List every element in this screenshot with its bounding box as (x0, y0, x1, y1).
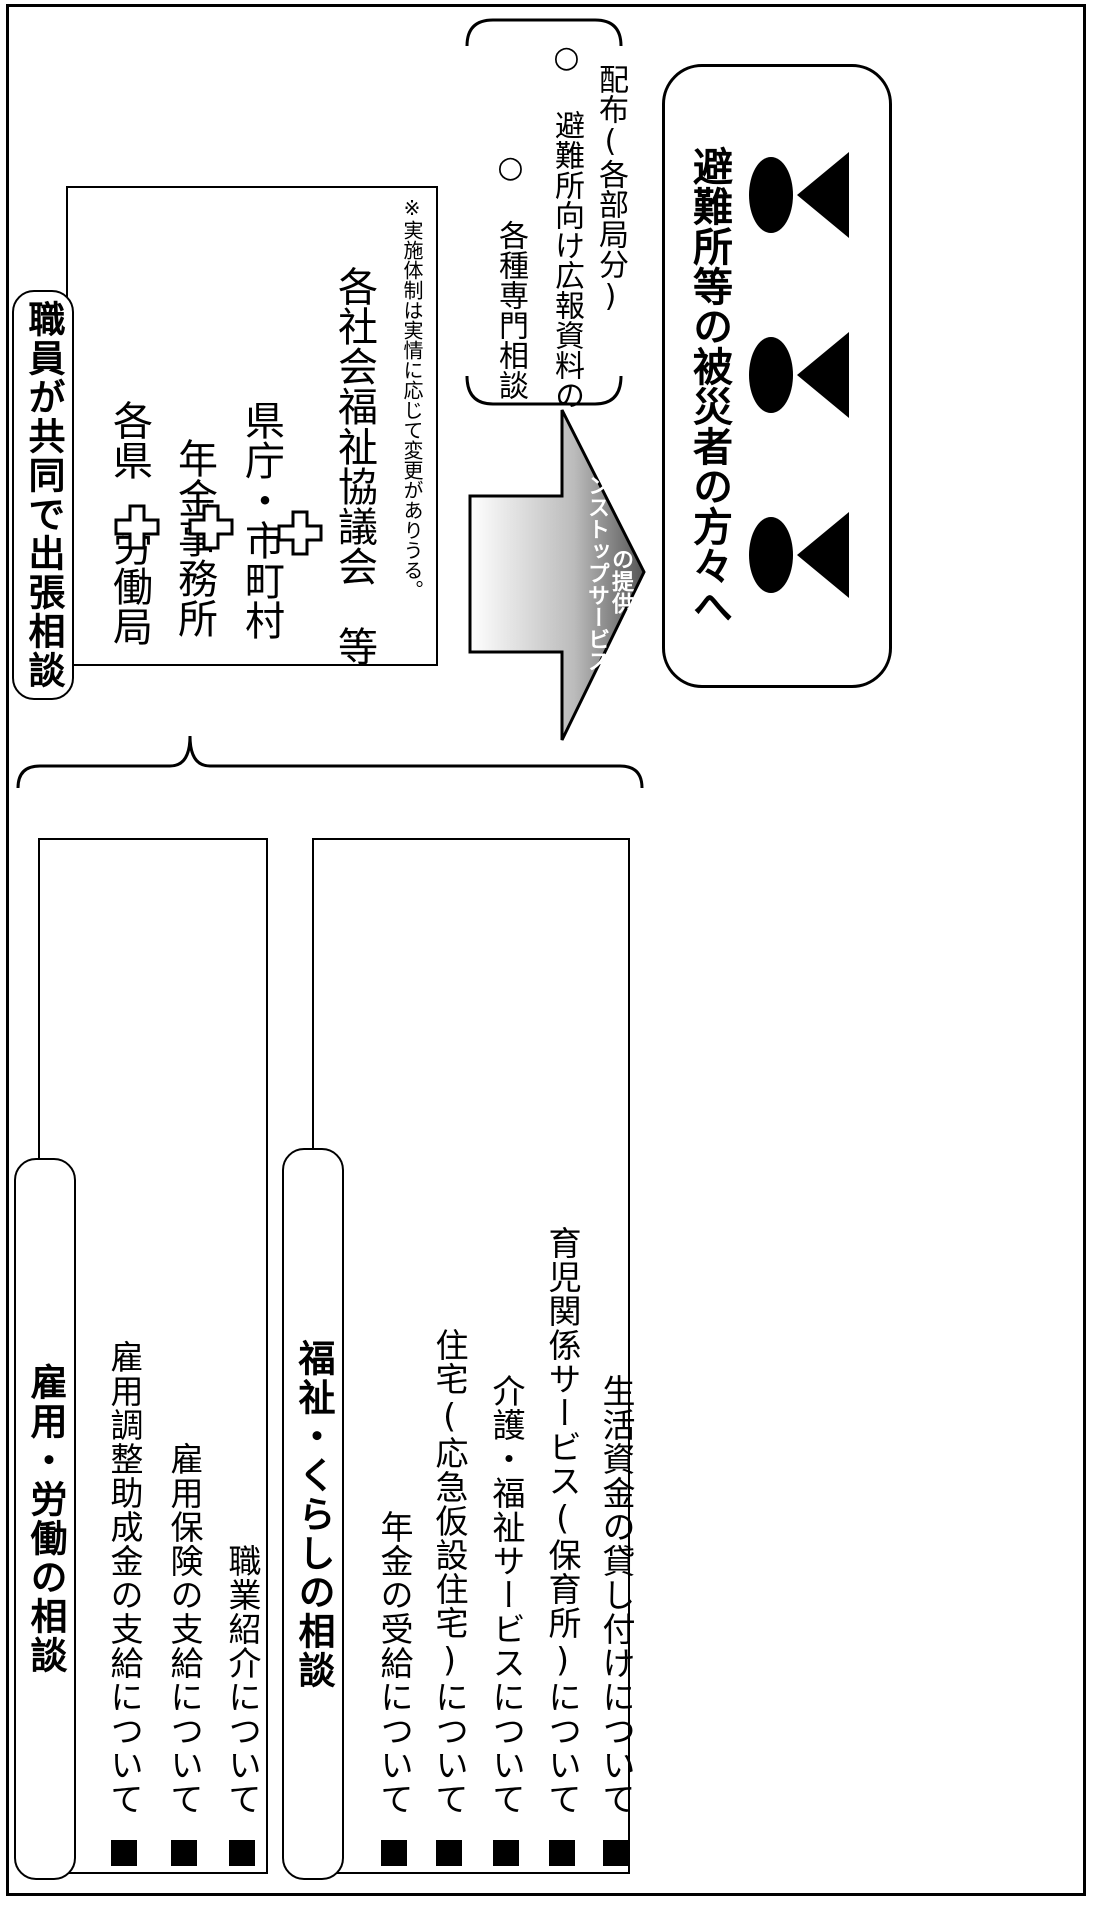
welfare-item-3: 介護・福祉サービスについて (482, 1020, 530, 1866)
plus-icon (188, 504, 234, 550)
bullet-icon (603, 1840, 629, 1866)
implementation-note: ※実施体制は実情に応じて変更がありうる。 (400, 196, 424, 600)
target-label: 避難所等の被災者の方々へ (686, 146, 732, 626)
bullet-icon (549, 1840, 575, 1866)
service-item-2: ○ 避難所向け広報資料の (549, 40, 584, 410)
services-bracket (465, 18, 623, 406)
employment-title: 雇用・労働の相談 (24, 1363, 67, 1675)
joint-title: 職員が共同で出張相談 (22, 300, 65, 690)
service-item-1: ○ 各種専門相談 (493, 150, 528, 400)
person-icon (749, 512, 849, 598)
employment-title-tag: 雇用・労働の相談 (14, 1158, 76, 1880)
person-icon (749, 332, 849, 418)
bullet-icon (111, 1840, 137, 1866)
plus-icon (277, 510, 323, 556)
joint-box (66, 186, 438, 666)
welfare-box (312, 838, 630, 1874)
bullet-icon (171, 1840, 197, 1866)
employment-item-3: 職業紹介について (218, 1180, 266, 1866)
plus-icon (114, 504, 160, 550)
welfare-item-4: 育児関係サービス(保育所)について (538, 880, 586, 1866)
joint-title-tag: 職員が共同で出張相談 (12, 290, 74, 700)
bullet-icon (381, 1840, 407, 1866)
welfare-title: 福祉・くらしの相談 (292, 1338, 335, 1690)
group-brace (16, 735, 644, 789)
one-stop-label: ワンストップサービス (584, 452, 609, 672)
org-4: 各社会福祉協議会 等 (331, 266, 377, 666)
welfare-item-5: 生活資金の貸し付けについて (592, 1000, 640, 1866)
bullet-icon (493, 1840, 519, 1866)
service-item-3: 配布(各部局分) (593, 64, 628, 314)
org-3: 県庁・市町村 (238, 400, 284, 640)
diagram-frame (6, 4, 1086, 1896)
employment-item-2: 雇用保険の支給について (160, 1066, 208, 1866)
welfare-title-tag: 福祉・くらしの相談 (282, 1148, 344, 1880)
bullet-icon (436, 1840, 462, 1866)
one-stop-label-2: の提供 (608, 548, 633, 614)
employment-item-1: 雇用調整助成金の支給について (100, 946, 148, 1866)
one-stop-arrow-icon (468, 409, 646, 741)
welfare-item-2: 住宅(応急仮設住宅)について (425, 962, 473, 1866)
welfare-item-1: 年金の受給について (370, 1150, 418, 1866)
person-icon (749, 152, 849, 238)
bullet-icon (229, 1840, 255, 1866)
